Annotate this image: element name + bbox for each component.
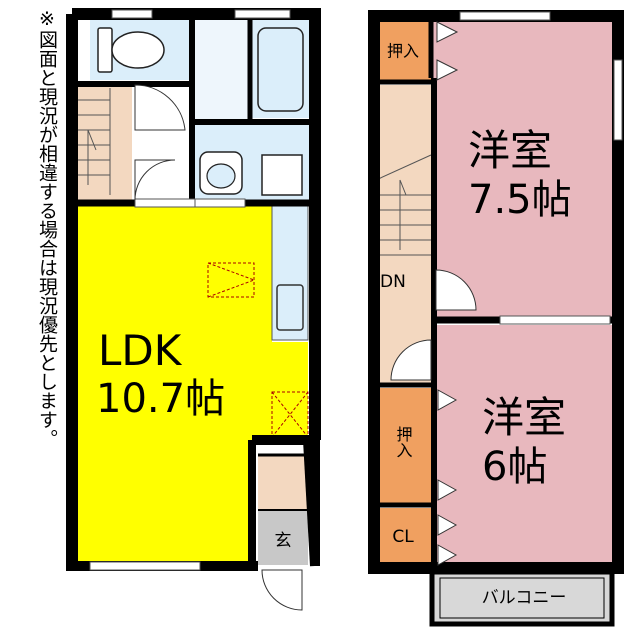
refrigerator-space (207, 262, 255, 298)
closet-top (376, 22, 431, 80)
floor-2: DN 押入 押入 CL バルコニー 洋室 7.5帖 洋室 6帖 (368, 10, 624, 627)
stairs-2 (376, 85, 431, 385)
stairs-1 (72, 85, 132, 200)
ldk-size: 10.7帖 (96, 376, 225, 422)
washing-machine-space (261, 154, 303, 196)
closet-top-label: 押入 (387, 42, 419, 61)
bedroom-2 (432, 325, 612, 565)
bedroom-2-size: 6帖 (482, 444, 547, 490)
ldk-room (72, 205, 308, 565)
entrance (258, 510, 308, 565)
stairs-label: DN (380, 272, 406, 292)
cl-label: CL (392, 527, 414, 547)
doors-floor-1 (134, 84, 303, 611)
bedroom-1-size: 7.5帖 (468, 177, 572, 223)
bathtub (257, 27, 304, 112)
storage-space (271, 391, 309, 438)
windows-floor-1 (89, 9, 291, 571)
bedroom-1 (432, 22, 612, 318)
floor-1: 玄 LDK 10.7帖 (66, 8, 321, 611)
closet-mid (376, 388, 431, 503)
bedroom-2-label: 洋室 (482, 393, 566, 442)
stair-lines-1 (72, 88, 111, 195)
ldk-label: LDK (98, 326, 183, 375)
balcony-label: バルコニー (482, 588, 567, 608)
toilet-fixture (97, 27, 165, 73)
closet-cl (376, 508, 431, 565)
hallway-1 (195, 20, 250, 125)
kitchen-sink (276, 284, 304, 331)
disclaimer-note: ※図面と現況が相違する場合は現況優先とします。 (36, 8, 58, 448)
stair-lines-2 (375, 154, 432, 256)
doors-floor-2 (390, 21, 477, 566)
closet-mid-label: 押入 (394, 426, 413, 458)
bedroom-1-label: 洋室 (468, 126, 552, 175)
entrance-label: 玄 (275, 531, 292, 551)
windows-floor-2 (459, 11, 623, 325)
entrance-hall (258, 455, 308, 510)
